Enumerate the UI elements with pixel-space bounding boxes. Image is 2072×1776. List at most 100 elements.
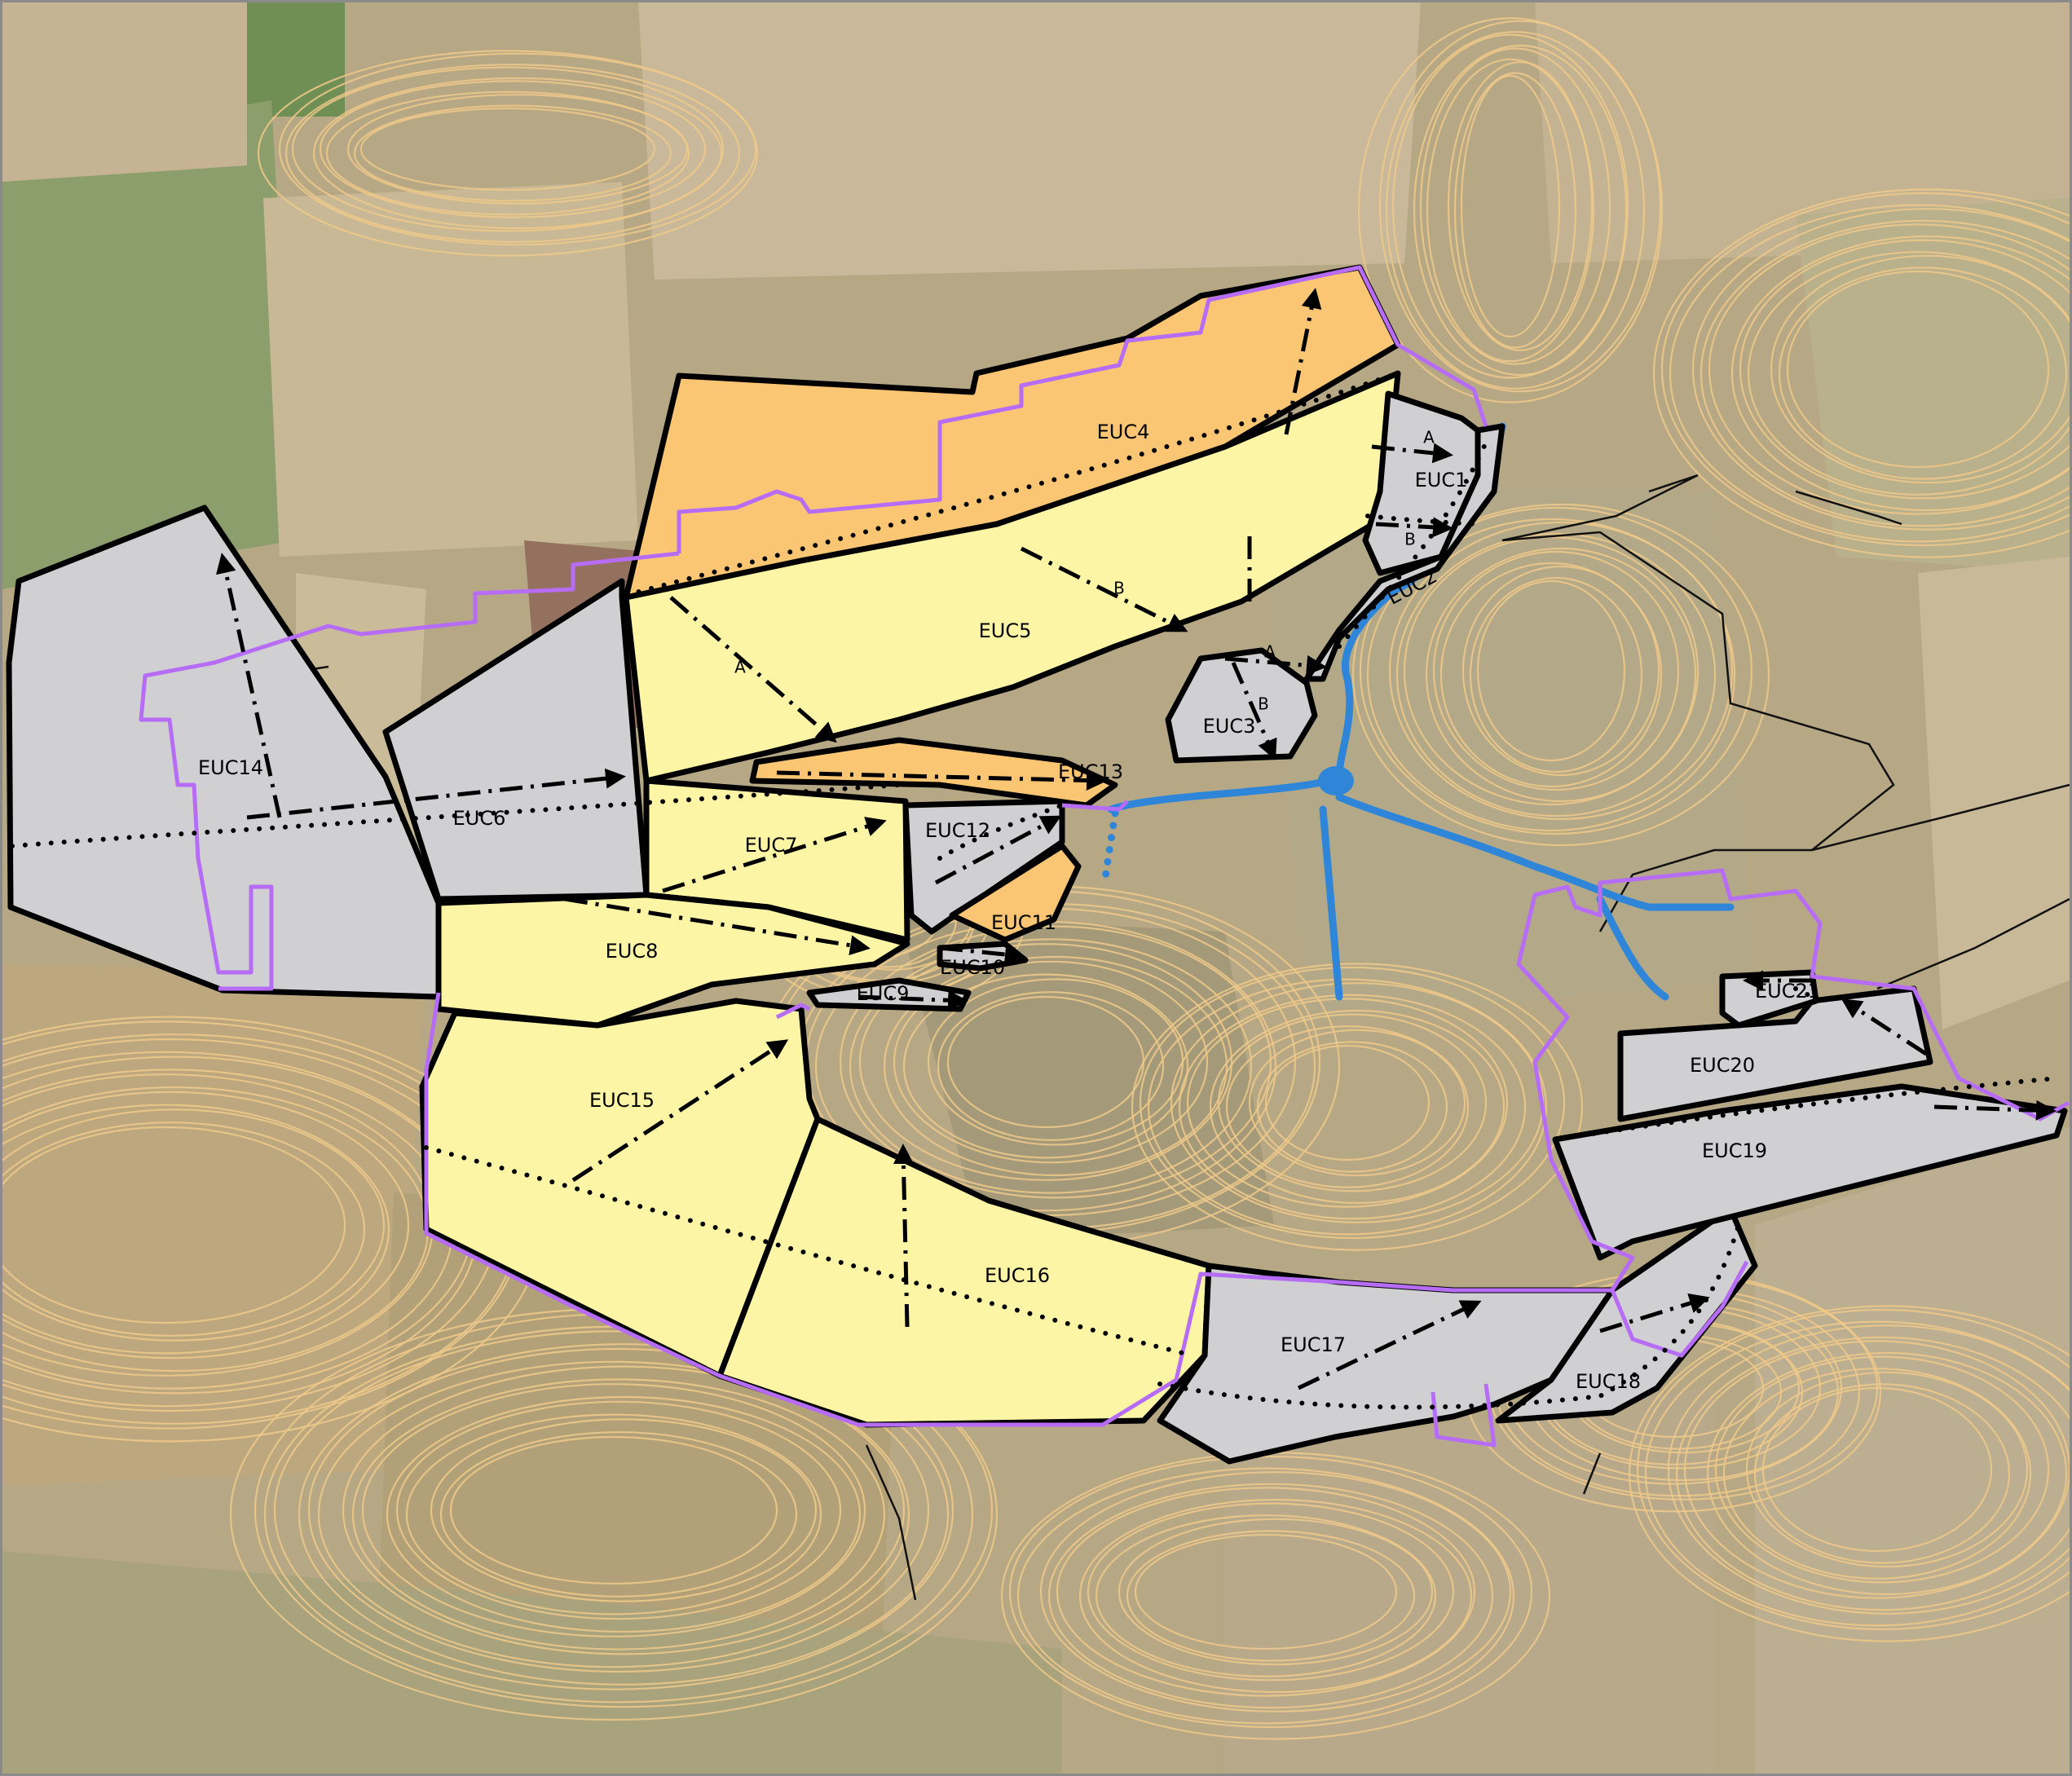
label-euc4: EUC4 — [1097, 421, 1150, 443]
contour-line — [937, 991, 1165, 1141]
contour-line — [1461, 565, 1660, 777]
contour-line — [1770, 254, 2070, 484]
contour-line — [2, 1091, 410, 1360]
contour-line — [312, 77, 723, 230]
contour-line — [1667, 1324, 2070, 1615]
contour-line — [1425, 547, 1697, 803]
flow-label-b-euc1: B — [1404, 530, 1416, 549]
contour-line — [1761, 1386, 1993, 1553]
unit-euc13[interactable] — [749, 737, 1118, 809]
contour-line — [1708, 223, 2070, 515]
label-euc7: EUC7 — [745, 834, 798, 857]
contour-line — [1357, 17, 1664, 403]
contour-line — [439, 1431, 798, 1598]
contour-line — [1447, 61, 1594, 351]
label-euc9: EUC9 — [857, 982, 910, 1005]
contour-line — [298, 1343, 950, 1686]
flow-label-b-euc3: B — [1258, 694, 1269, 714]
contour-line — [317, 1360, 910, 1668]
contour-line — [430, 1418, 818, 1602]
contour-line — [1439, 562, 1663, 788]
contour-line — [1714, 1355, 2050, 1584]
contour-line — [1147, 978, 1548, 1236]
unit-labels: EUC1 EUC2 EUC3 EUC4 EUC5 EUC6 EUC7 EUC8 … — [198, 421, 1820, 1393]
contour-line — [351, 1378, 886, 1650]
contour-line — [1087, 1502, 1455, 1681]
contour-line — [346, 94, 689, 205]
contour-line — [1747, 251, 2070, 496]
label-euc13: EUC13 — [1058, 760, 1123, 783]
contour-line — [1432, 550, 1680, 791]
contour-line — [2, 1126, 346, 1324]
unit-euc5[interactable] — [623, 370, 1401, 784]
contour-line — [2, 1108, 386, 1342]
unit-euc20[interactable] — [1617, 985, 1933, 1122]
contour-line — [849, 938, 1253, 1194]
contour-line — [858, 943, 1233, 1181]
dotted-lines — [10, 371, 2059, 1410]
contour-line — [2, 1104, 390, 1355]
contour-line — [395, 1400, 842, 1620]
contour-line — [1378, 20, 1662, 393]
contour-line — [325, 90, 690, 216]
label-euc10: EUC10 — [940, 956, 1005, 979]
label-euc1: EUC1 — [1415, 469, 1468, 491]
unit-euc6[interactable] — [382, 578, 650, 902]
contour-line — [1217, 1013, 1488, 1192]
study-boundary — [139, 265, 2070, 1448]
contour-line — [893, 960, 1209, 1164]
contour-line — [1745, 1371, 2029, 1568]
contour-line — [839, 925, 1272, 1199]
contour-line — [273, 1330, 954, 1690]
contour-line — [359, 107, 656, 192]
flow-label-b-euc5: B — [1113, 579, 1125, 598]
contour-line — [319, 80, 707, 218]
contour-line — [1056, 1487, 1476, 1697]
contour-line — [1095, 1514, 1437, 1677]
contour-line — [1469, 576, 1643, 773]
flow-sub-labels: A B B A A B — [734, 428, 1435, 714]
label-euc20: EUC20 — [1690, 1054, 1755, 1077]
contour-line — [386, 1395, 862, 1633]
contour-line — [1178, 994, 1527, 1220]
contour-line — [1016, 1467, 1515, 1725]
contour-line — [449, 1435, 778, 1585]
contour-line — [1126, 1530, 1416, 1662]
contour-line — [291, 66, 725, 232]
contour-line — [278, 52, 757, 246]
contour-line — [1248, 1029, 1466, 1177]
contour-line — [1388, 521, 1734, 821]
contour-line — [1209, 1009, 1506, 1205]
flow-label-a-euc1: A — [1423, 428, 1435, 447]
contour-line — [1225, 1025, 1470, 1188]
contour-line — [1118, 1518, 1434, 1666]
contour-line — [1653, 188, 2070, 558]
contour-line — [1722, 1368, 2032, 1580]
contour-line — [1186, 998, 1509, 1208]
contour-line — [1786, 270, 2050, 469]
contour-line — [257, 50, 759, 257]
label-euc11: EUC11 — [991, 911, 1056, 934]
contour-line — [1359, 506, 1753, 835]
unit-euc11[interactable] — [949, 843, 1082, 943]
contour-line — [1264, 1044, 1431, 1161]
contour-line — [1778, 267, 2068, 480]
flow-label-a-euc5: A — [734, 658, 746, 677]
flow-arrows — [216, 288, 2057, 1390]
label-euc12: EUC12 — [925, 819, 990, 842]
unit-euc2[interactable] — [1303, 423, 1506, 682]
contour-line — [883, 955, 1228, 1177]
contour-line — [1460, 74, 1561, 338]
contour-line — [1699, 219, 2070, 527]
unit-euc3[interactable] — [1165, 647, 1318, 764]
contour-line — [284, 64, 741, 243]
label-euc21: EUC21 — [1755, 980, 1820, 1003]
contour-line — [1039, 1471, 1512, 1712]
contour-line — [1730, 235, 2070, 512]
contour-line — [1395, 532, 1717, 817]
contour-line — [405, 1413, 822, 1615]
contour-line — [1351, 503, 1770, 847]
